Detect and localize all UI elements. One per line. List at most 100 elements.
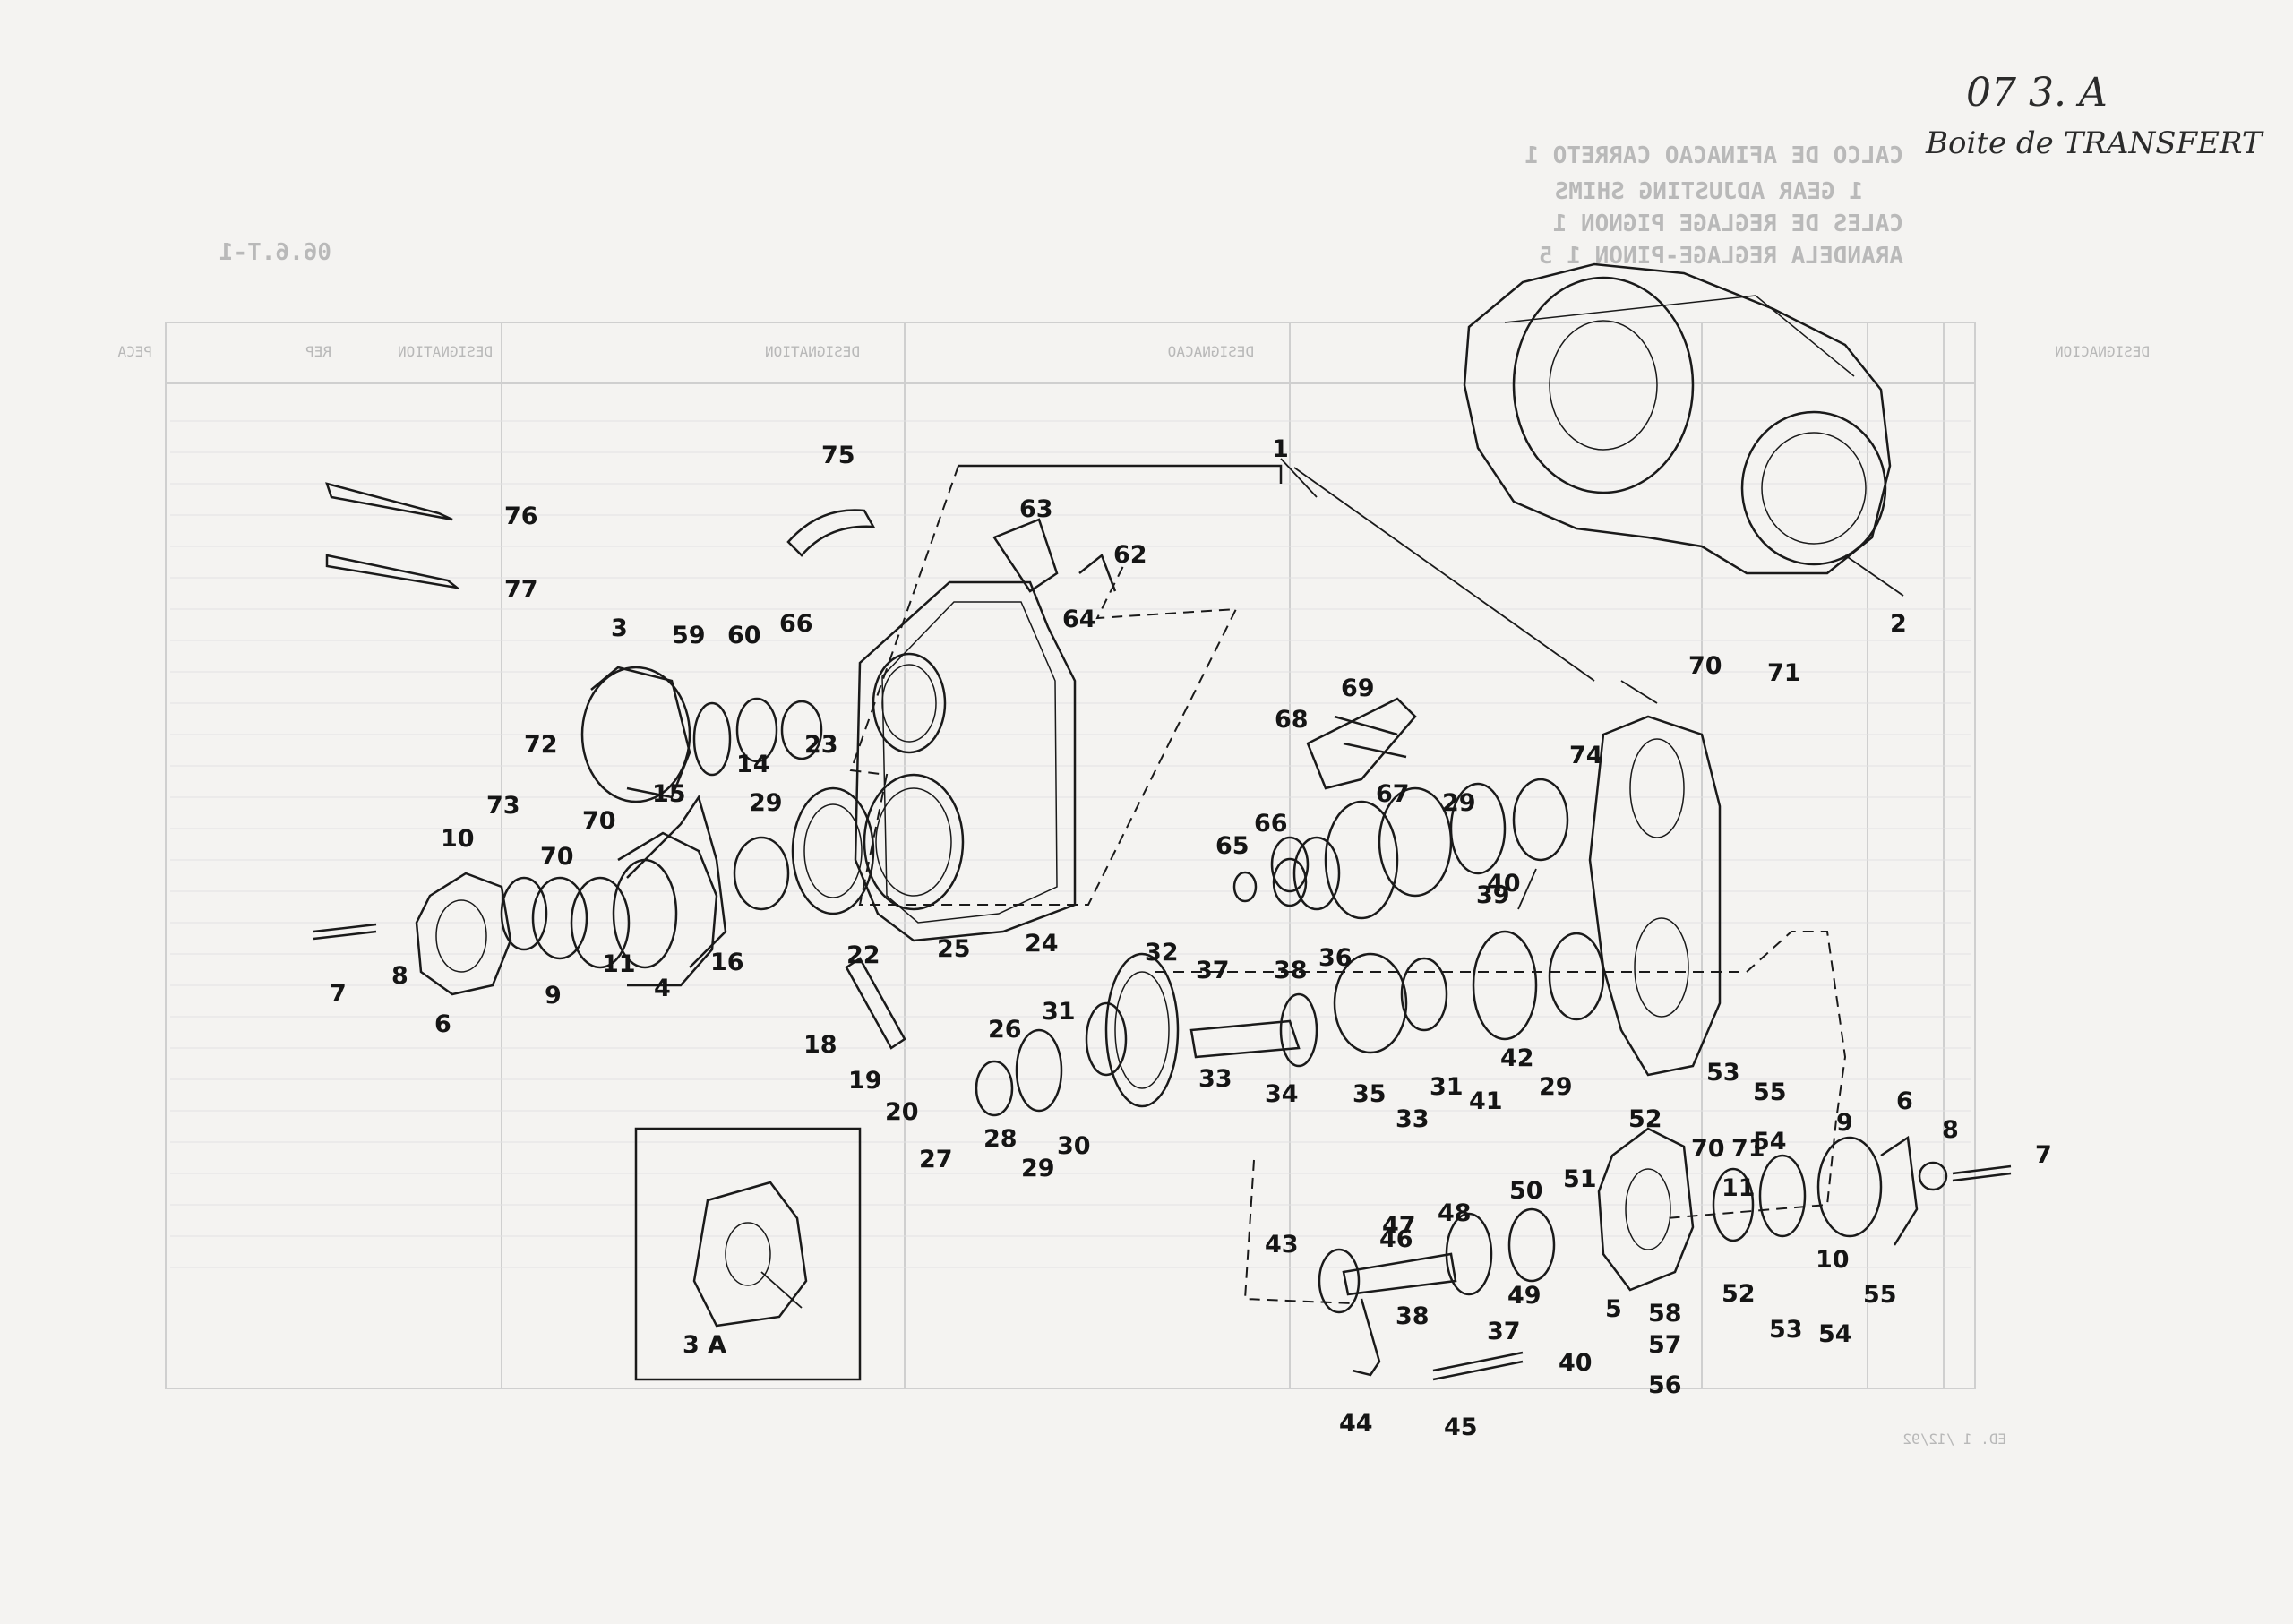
callout-28: 28 — [983, 1125, 1018, 1153]
callout-29b: 29 — [1021, 1155, 1055, 1182]
front-output-assembly — [313, 666, 875, 996]
callout-52b: 52 — [1722, 1280, 1756, 1308]
callout-66a: 66 — [779, 610, 813, 638]
callout-55b: 55 — [1863, 1281, 1897, 1309]
gasket-3a — [692, 1181, 808, 1328]
callout-33a: 33 — [1198, 1065, 1232, 1093]
callout-70b: 70 — [1688, 652, 1722, 680]
callout-60: 60 — [727, 622, 761, 649]
callout-59: 59 — [672, 622, 706, 649]
bleed-through-table — [165, 322, 1976, 1389]
frame-output-left — [1243, 1159, 1353, 1304]
callout-23: 23 — [804, 731, 838, 759]
bleed-col-designation-fr: DESIGNATION — [398, 343, 493, 360]
callout-58: 58 — [1648, 1300, 1682, 1328]
bleed-footer: ED. 1 /12/92 — [1902, 1431, 2006, 1448]
callout-65: 65 — [1215, 832, 1250, 860]
callout-63: 63 — [1019, 495, 1053, 523]
callout-5: 5 — [1605, 1295, 1622, 1323]
callout-69: 69 — [1341, 675, 1375, 702]
bleed-heading-line-3: CALES DE REGLAGE PIGNON 1 — [1553, 211, 1903, 237]
callout-16: 16 — [710, 949, 744, 976]
callout-31a: 31 — [1042, 998, 1076, 1026]
callout-68: 68 — [1275, 706, 1309, 734]
frame-output-dashed — [1155, 931, 1847, 1219]
callout-70d: 70 — [540, 843, 574, 871]
callout-47: 47 — [1382, 1212, 1416, 1240]
callout-29c: 29 — [1442, 789, 1476, 817]
callout-52a: 52 — [1628, 1105, 1662, 1133]
callout-6a: 6 — [434, 1010, 451, 1038]
rear-output-assembly — [1318, 1127, 2012, 1381]
callout-40a: 40 — [1487, 870, 1521, 898]
callout-54a: 54 — [1753, 1128, 1787, 1156]
callout-1: 1 — [1272, 435, 1289, 463]
callout-39: 39 — [1476, 881, 1510, 909]
callout-55a: 55 — [1753, 1078, 1787, 1106]
callout-10b: 10 — [1816, 1246, 1850, 1274]
callout-40b: 40 — [1559, 1349, 1593, 1377]
callout-76: 76 — [504, 503, 538, 530]
callout-29a: 29 — [749, 789, 783, 817]
callout-25: 25 — [937, 935, 971, 963]
callout-41: 41 — [1469, 1087, 1503, 1115]
callout-9a: 9 — [545, 982, 562, 1010]
callout-8a: 8 — [391, 962, 408, 990]
bleed-through-rows — [170, 420, 1971, 1268]
callout-62: 62 — [1113, 541, 1147, 569]
frame-housing-dashed — [849, 465, 1238, 906]
callout-64: 64 — [1062, 606, 1096, 633]
callout-48: 48 — [1438, 1199, 1472, 1227]
callout-77: 77 — [504, 576, 538, 604]
callout-9b: 9 — [1836, 1109, 1853, 1137]
callout-19: 19 — [848, 1067, 882, 1095]
callout-46: 46 — [1379, 1225, 1413, 1253]
callout-11a: 11 — [602, 950, 636, 978]
callout-56: 56 — [1648, 1371, 1682, 1399]
callout-74: 74 — [1569, 742, 1603, 769]
handwritten-title: Boite de TRANSFERT — [1926, 125, 2263, 161]
callout-73: 73 — [486, 792, 520, 820]
handwritten-code: 07 3. A — [1966, 70, 2108, 116]
callout-10a: 10 — [441, 825, 475, 853]
callout-34: 34 — [1265, 1080, 1299, 1108]
callout-27: 27 — [919, 1146, 953, 1173]
callout-71a: 71 — [1767, 659, 1801, 687]
callout-11b: 11 — [1722, 1174, 1756, 1202]
bleed-col-designacao: DESIGNACAO — [1168, 343, 1254, 360]
callout-53a: 53 — [1706, 1059, 1740, 1087]
bleed-col-designation-en: DESIGNATION — [765, 343, 860, 360]
intermediate-gear-train — [845, 697, 1605, 1117]
callout-75: 75 — [821, 442, 855, 469]
callout-22: 22 — [846, 941, 880, 969]
callout-37a: 37 — [1196, 957, 1230, 984]
callout-50: 50 — [1509, 1177, 1543, 1205]
callout-6b: 6 — [1896, 1087, 1913, 1115]
callout-30: 30 — [1057, 1132, 1091, 1160]
callout-49: 49 — [1507, 1282, 1542, 1310]
callout-70c: 70 — [1691, 1135, 1725, 1163]
leader-lines — [760, 458, 1904, 1309]
callout-53b: 53 — [1769, 1316, 1803, 1344]
callout-33b: 33 — [1396, 1105, 1430, 1133]
callout-3: 3 — [611, 614, 628, 642]
bleed-heading-line-2: 1 GEAR ADJUSTING SHIMS — [1555, 178, 1863, 205]
callout-57: 57 — [1648, 1331, 1682, 1359]
callout-36: 36 — [1318, 944, 1353, 972]
bleed-col-designacion: DESIGNACION — [2055, 343, 2150, 360]
callout-29d: 29 — [1539, 1073, 1573, 1101]
callout-32: 32 — [1145, 939, 1179, 967]
callout-38b: 38 — [1396, 1302, 1430, 1330]
callout-43: 43 — [1265, 1231, 1299, 1259]
callout-7b: 7 — [2035, 1141, 2052, 1169]
callout-24: 24 — [1025, 930, 1059, 958]
transfer-housing-cover — [854, 580, 1077, 942]
callout-14: 14 — [736, 751, 770, 778]
callout-31b: 31 — [1430, 1073, 1464, 1101]
callout-7a: 7 — [330, 980, 347, 1008]
callout-45: 45 — [1444, 1413, 1478, 1441]
assembly-frames — [634, 464, 1847, 1381]
callout-67: 67 — [1376, 780, 1410, 808]
